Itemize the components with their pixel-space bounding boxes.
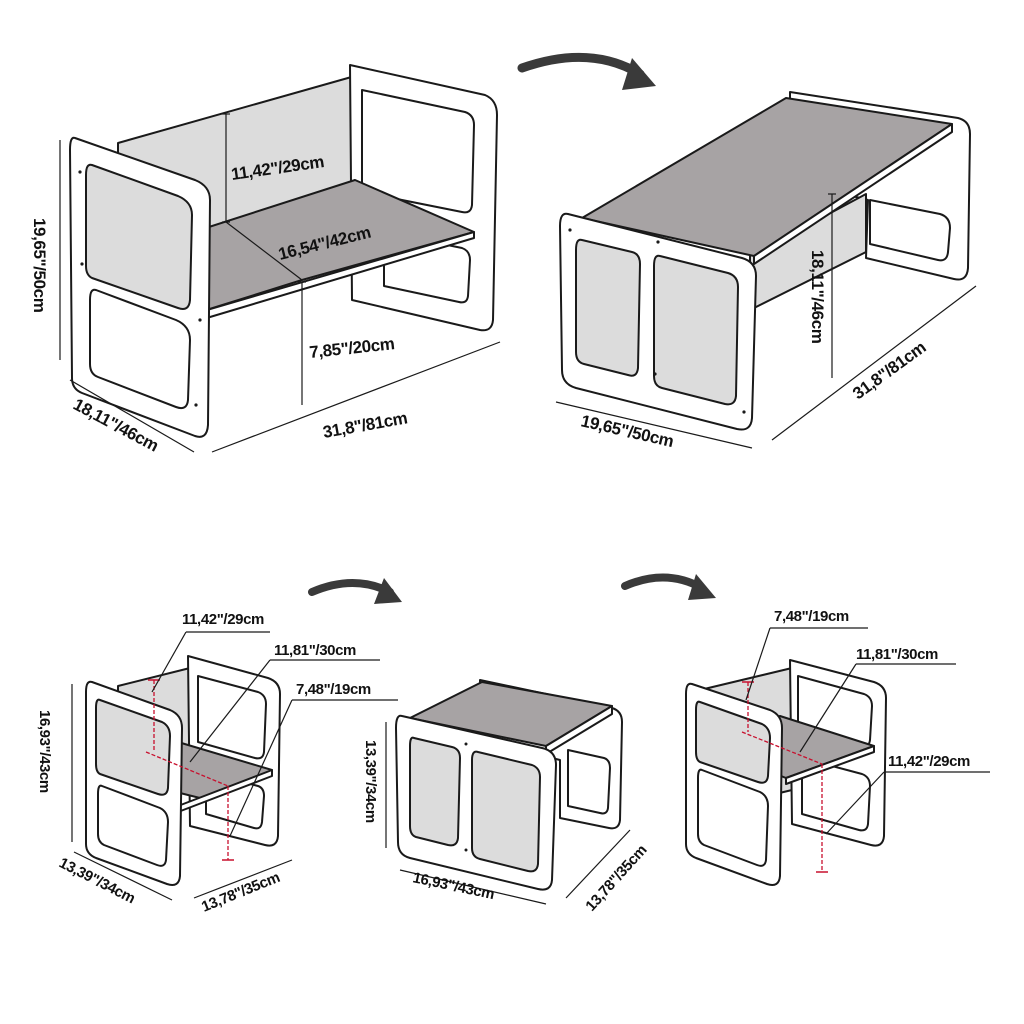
chair-high-backrest-label: 7,48"/19cm — [774, 608, 849, 625]
chair-low-height-label: 16,93"/43cm — [36, 710, 53, 793]
small-table-depth-label: 13,78"/35cm — [582, 842, 650, 915]
bench-seat-height-label: 7,85"/20cm — [308, 334, 395, 362]
chair-low-width-label: 13,78"/35cm — [199, 869, 282, 916]
table-width-label: 19,65"/50cm — [579, 411, 676, 451]
transform-arrow-bottom-right — [621, 573, 716, 600]
transform-arrow-top — [517, 52, 656, 90]
chair-high-drawing — [685, 627, 990, 886]
chair-high-seat-height-label: 11,42"/29cm — [888, 753, 970, 770]
chair-high-seat-depth-label: 11,81"/30cm — [856, 646, 938, 663]
small-table-drawing — [385, 679, 631, 905]
table-drawing — [555, 91, 977, 449]
chair-low-seat-height-label: 7,48"/19cm — [296, 681, 371, 698]
small-table-height-label: 13,39"/34cm — [362, 740, 379, 823]
table-height-label: 18,11"/46cm — [808, 250, 827, 344]
bench-height-label: 19,65"/50cm — [30, 218, 49, 313]
bench-drawing — [59, 64, 501, 453]
transform-arrow-bottom-left — [308, 578, 402, 604]
chair-low-backrest-label: 11,42"/29cm — [182, 611, 264, 628]
chair-low-seat-depth-label: 11,81"/30cm — [274, 642, 356, 659]
bench-width-label: 31,8"/81cm — [321, 408, 409, 442]
table-length-label: 31,8"/81cm — [849, 338, 929, 404]
chair-low-drawing — [71, 631, 398, 901]
